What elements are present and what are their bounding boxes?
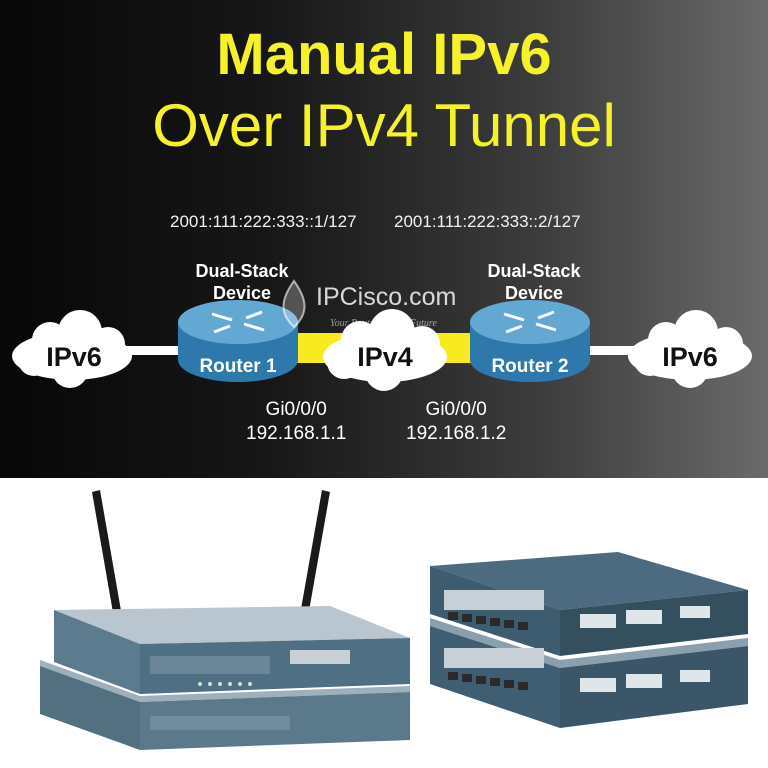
router-2-role-line-2: Device bbox=[504, 283, 564, 303]
router-1-role-label: Dual-Stack Device bbox=[152, 260, 332, 304]
router-1-label: Router 1 bbox=[199, 356, 277, 377]
diagram-panel bbox=[0, 0, 768, 478]
antenna-right bbox=[298, 490, 330, 628]
cloud-ipv6-right-label: IPv6 bbox=[662, 342, 718, 372]
router-2-role-line-1: Dual-Stack bbox=[487, 261, 581, 281]
link-right bbox=[588, 346, 650, 355]
router-2-icon bbox=[470, 300, 590, 382]
antenna-left bbox=[92, 490, 124, 630]
router-2-label: Router 2 bbox=[491, 356, 568, 377]
title-line-1: Manual IPv6 bbox=[216, 22, 552, 87]
router-2-interface-block: Gi0/0/0 192.168.1.2 bbox=[406, 398, 506, 446]
cloud-ipv6-right bbox=[628, 310, 752, 388]
router-1-role-line-1: Dual-Stack bbox=[195, 261, 289, 281]
router-unit-right-bottom bbox=[430, 618, 748, 728]
watermark-brand: IPCisco.com bbox=[316, 283, 457, 311]
router-1-interface: Gi0/0/0 bbox=[265, 399, 327, 420]
router-unit-left-bottom bbox=[40, 660, 410, 750]
cloud-ipv6-left bbox=[12, 310, 132, 388]
router-1-interface-block: Gi0/0/0 192.168.1.1 bbox=[246, 398, 346, 446]
router-2-interface: Gi0/0/0 bbox=[425, 399, 487, 420]
router-1-icon bbox=[178, 300, 298, 382]
network-diagram: IPv6 IPv4 IPv6 Router 1 Router 2 bbox=[12, 300, 752, 391]
cloud-ipv4-middle bbox=[323, 309, 447, 391]
link-left bbox=[118, 346, 190, 355]
title-line-2: Over IPv4 Tunnel bbox=[152, 92, 616, 159]
cloud-ipv6-left-label: IPv6 bbox=[46, 342, 102, 372]
ipcisco-logo-icon bbox=[282, 279, 306, 329]
router-unit-right-top bbox=[430, 552, 748, 656]
watermark-tagline: Your Route To Your Future bbox=[330, 318, 437, 329]
router-hardware-photo bbox=[0, 478, 768, 768]
router-1-ipv6-address: 2001:111:222:333::1/127 bbox=[170, 212, 357, 231]
router-2-ipv6-address: 2001:111:222:333::2/127 bbox=[394, 212, 581, 231]
router-2-role-label: Dual-Stack Device bbox=[444, 260, 624, 304]
router-1-role-line-2: Device bbox=[212, 283, 272, 303]
cloud-ipv4-middle-label: IPv4 bbox=[357, 342, 413, 372]
router-1-ipv4-address: 192.168.1.1 bbox=[246, 423, 347, 444]
router-2-ipv4-address: 192.168.1.2 bbox=[406, 423, 507, 444]
router-unit-left-top bbox=[54, 606, 410, 694]
